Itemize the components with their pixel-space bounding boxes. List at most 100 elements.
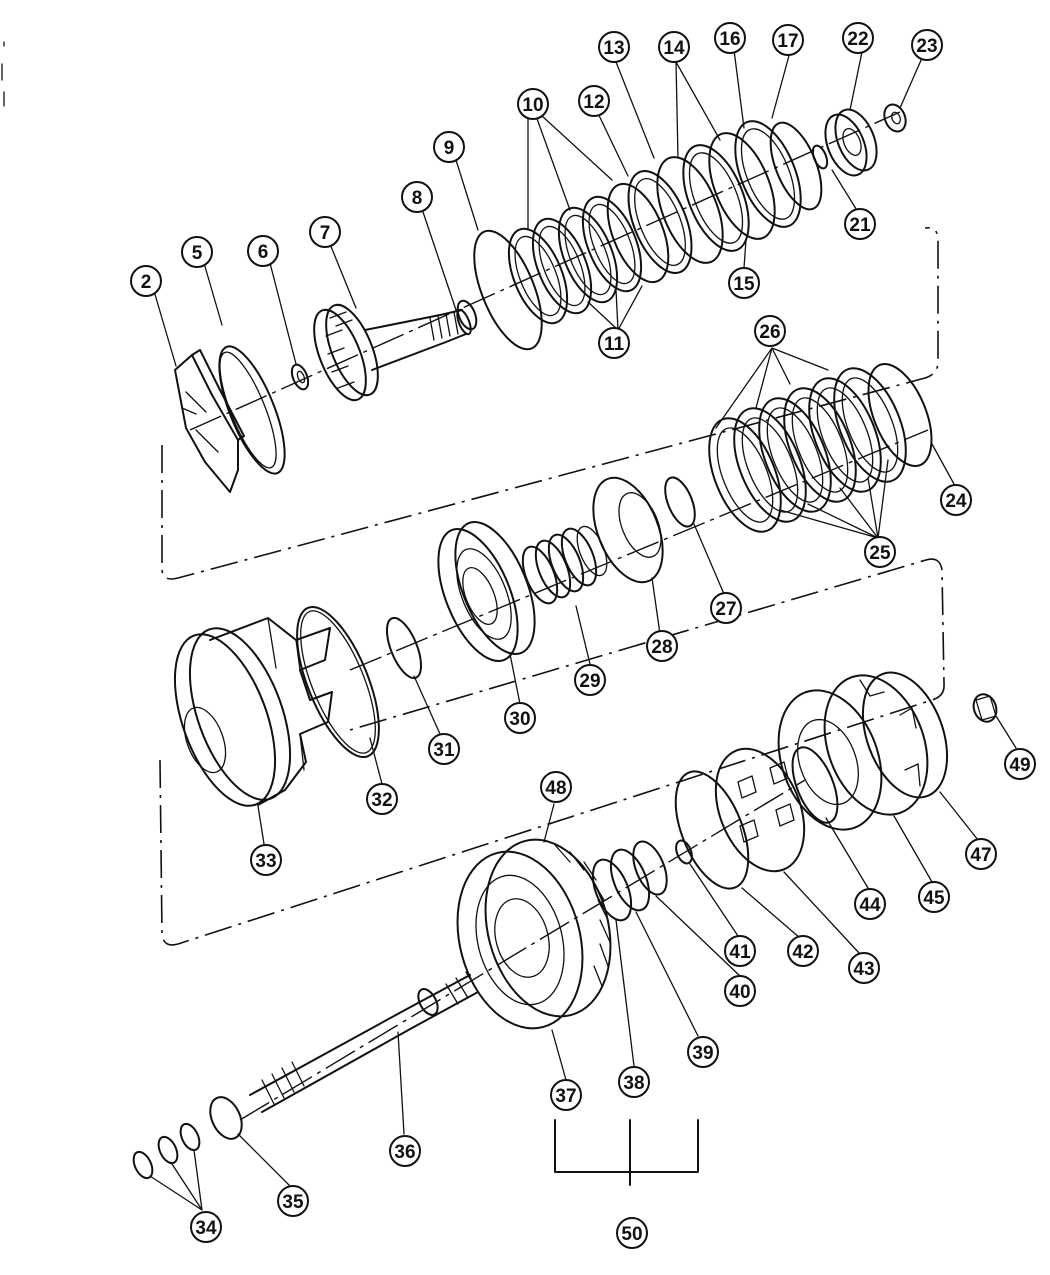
part-label-circle xyxy=(428,733,460,765)
part-label-45: 45 xyxy=(918,881,950,913)
part-label-text: 15 xyxy=(733,274,755,295)
middle-assembly xyxy=(173,362,933,807)
part-label-9: 9 xyxy=(433,131,465,163)
part-label-22: 22 xyxy=(842,22,874,54)
part-label-circle xyxy=(646,630,678,662)
part-40-ring xyxy=(632,840,668,896)
part-label-41: 41 xyxy=(724,935,756,967)
part-label-circle xyxy=(598,327,630,359)
part-label-circle xyxy=(864,536,896,568)
part-label-text: 26 xyxy=(759,322,780,343)
part-label-circle xyxy=(401,181,433,213)
part-label-text: 30 xyxy=(509,709,530,730)
part-label-8: 8 xyxy=(401,181,433,213)
part-label-29: 29 xyxy=(574,664,606,696)
part-label-text: 23 xyxy=(916,36,937,57)
part-label-text: 27 xyxy=(715,599,736,620)
upper-assembly xyxy=(174,103,907,493)
part-label-circle xyxy=(598,31,630,63)
part-5-snap-ring xyxy=(218,345,286,475)
part-label-circle xyxy=(687,1036,719,1068)
part-41-ring xyxy=(675,839,693,865)
part-33-retainer xyxy=(173,617,333,807)
part-37-housing xyxy=(456,838,612,1030)
part-label-circle xyxy=(618,1066,650,1098)
part-label-text: 13 xyxy=(603,38,624,59)
part-label-14: 14 xyxy=(658,31,690,63)
part-label-circle xyxy=(658,31,690,63)
part-label-6: 6 xyxy=(247,235,279,267)
part-label-text: 29 xyxy=(579,671,600,692)
part-44-seal xyxy=(791,746,839,824)
part-label-44: 44 xyxy=(854,888,886,920)
part-23-washer xyxy=(883,103,907,133)
part-label-40: 40 xyxy=(724,975,756,1007)
part-label-text: 8 xyxy=(412,188,423,209)
part-label-circle xyxy=(918,881,950,913)
part-label-circle xyxy=(389,1135,421,1167)
part-label-circle xyxy=(940,484,972,516)
part-label-text: 47 xyxy=(970,845,991,866)
part-label-33: 33 xyxy=(250,844,282,876)
part-34-snap-rings xyxy=(132,1122,201,1180)
part-7-gear-hub xyxy=(313,303,472,402)
part-9-snap-ring xyxy=(473,229,543,351)
part-label-text: 5 xyxy=(192,243,203,264)
part-label-7: 7 xyxy=(309,216,341,248)
part-label-circle xyxy=(250,844,282,876)
part-label-circle xyxy=(754,315,786,347)
part-label-43: 43 xyxy=(848,952,880,984)
part-label-31: 31 xyxy=(428,733,460,765)
part-label-circle xyxy=(728,267,760,299)
part-label-circle xyxy=(190,1211,222,1243)
part-label-circle xyxy=(1004,748,1036,780)
part-label-23: 23 xyxy=(911,29,943,61)
part-label-text: 44 xyxy=(859,895,881,916)
part-label-circle xyxy=(965,838,997,870)
part-label-circle xyxy=(724,975,756,1007)
part-label-12: 12 xyxy=(578,85,610,117)
part-label-text: 49 xyxy=(1009,755,1030,776)
part-label-circle xyxy=(787,935,819,967)
part-label-text: 38 xyxy=(623,1073,644,1094)
part-38-ring xyxy=(591,858,633,922)
part-label-text: 36 xyxy=(394,1142,415,1163)
part-label-34: 34 xyxy=(190,1211,222,1243)
part-label-27: 27 xyxy=(710,592,742,624)
part-label-42: 42 xyxy=(787,935,819,967)
part-label-16: 16 xyxy=(714,22,746,54)
part-35-washer xyxy=(209,1096,243,1140)
part-label-13: 13 xyxy=(598,31,630,63)
part-label-circle xyxy=(842,22,874,54)
part-label-circle xyxy=(714,22,746,54)
part-label-text: 21 xyxy=(849,215,871,236)
part-label-circle xyxy=(247,235,279,267)
part-label-circle xyxy=(517,88,549,120)
part-label-5: 5 xyxy=(181,236,213,268)
part-label-50: 50 xyxy=(616,1217,648,1249)
part-50-group-bracket xyxy=(554,1119,699,1186)
part-label-circle xyxy=(844,208,876,240)
part-label-text: 34 xyxy=(195,1218,217,1239)
part-label-text: 42 xyxy=(792,942,813,963)
part-label-text: 14 xyxy=(663,38,685,59)
part-30-piston xyxy=(437,520,536,663)
part-label-text: 28 xyxy=(651,637,672,658)
part-29-spring xyxy=(521,525,608,605)
part-label-text: 37 xyxy=(555,1086,576,1107)
part-label-circle xyxy=(181,236,213,268)
part-label-2: 2 xyxy=(130,265,162,297)
part-label-30: 30 xyxy=(504,702,536,734)
section-boundaries xyxy=(1,41,945,946)
part-label-21: 21 xyxy=(844,208,876,240)
part-27-snap-ring xyxy=(664,476,696,528)
upper-clutch-pack xyxy=(507,120,823,325)
part-label-text: 43 xyxy=(853,959,874,980)
part-label-39: 39 xyxy=(687,1036,719,1068)
part-label-text: 33 xyxy=(255,851,276,872)
part-label-text: 48 xyxy=(545,778,566,799)
part-label-circle xyxy=(772,24,804,56)
